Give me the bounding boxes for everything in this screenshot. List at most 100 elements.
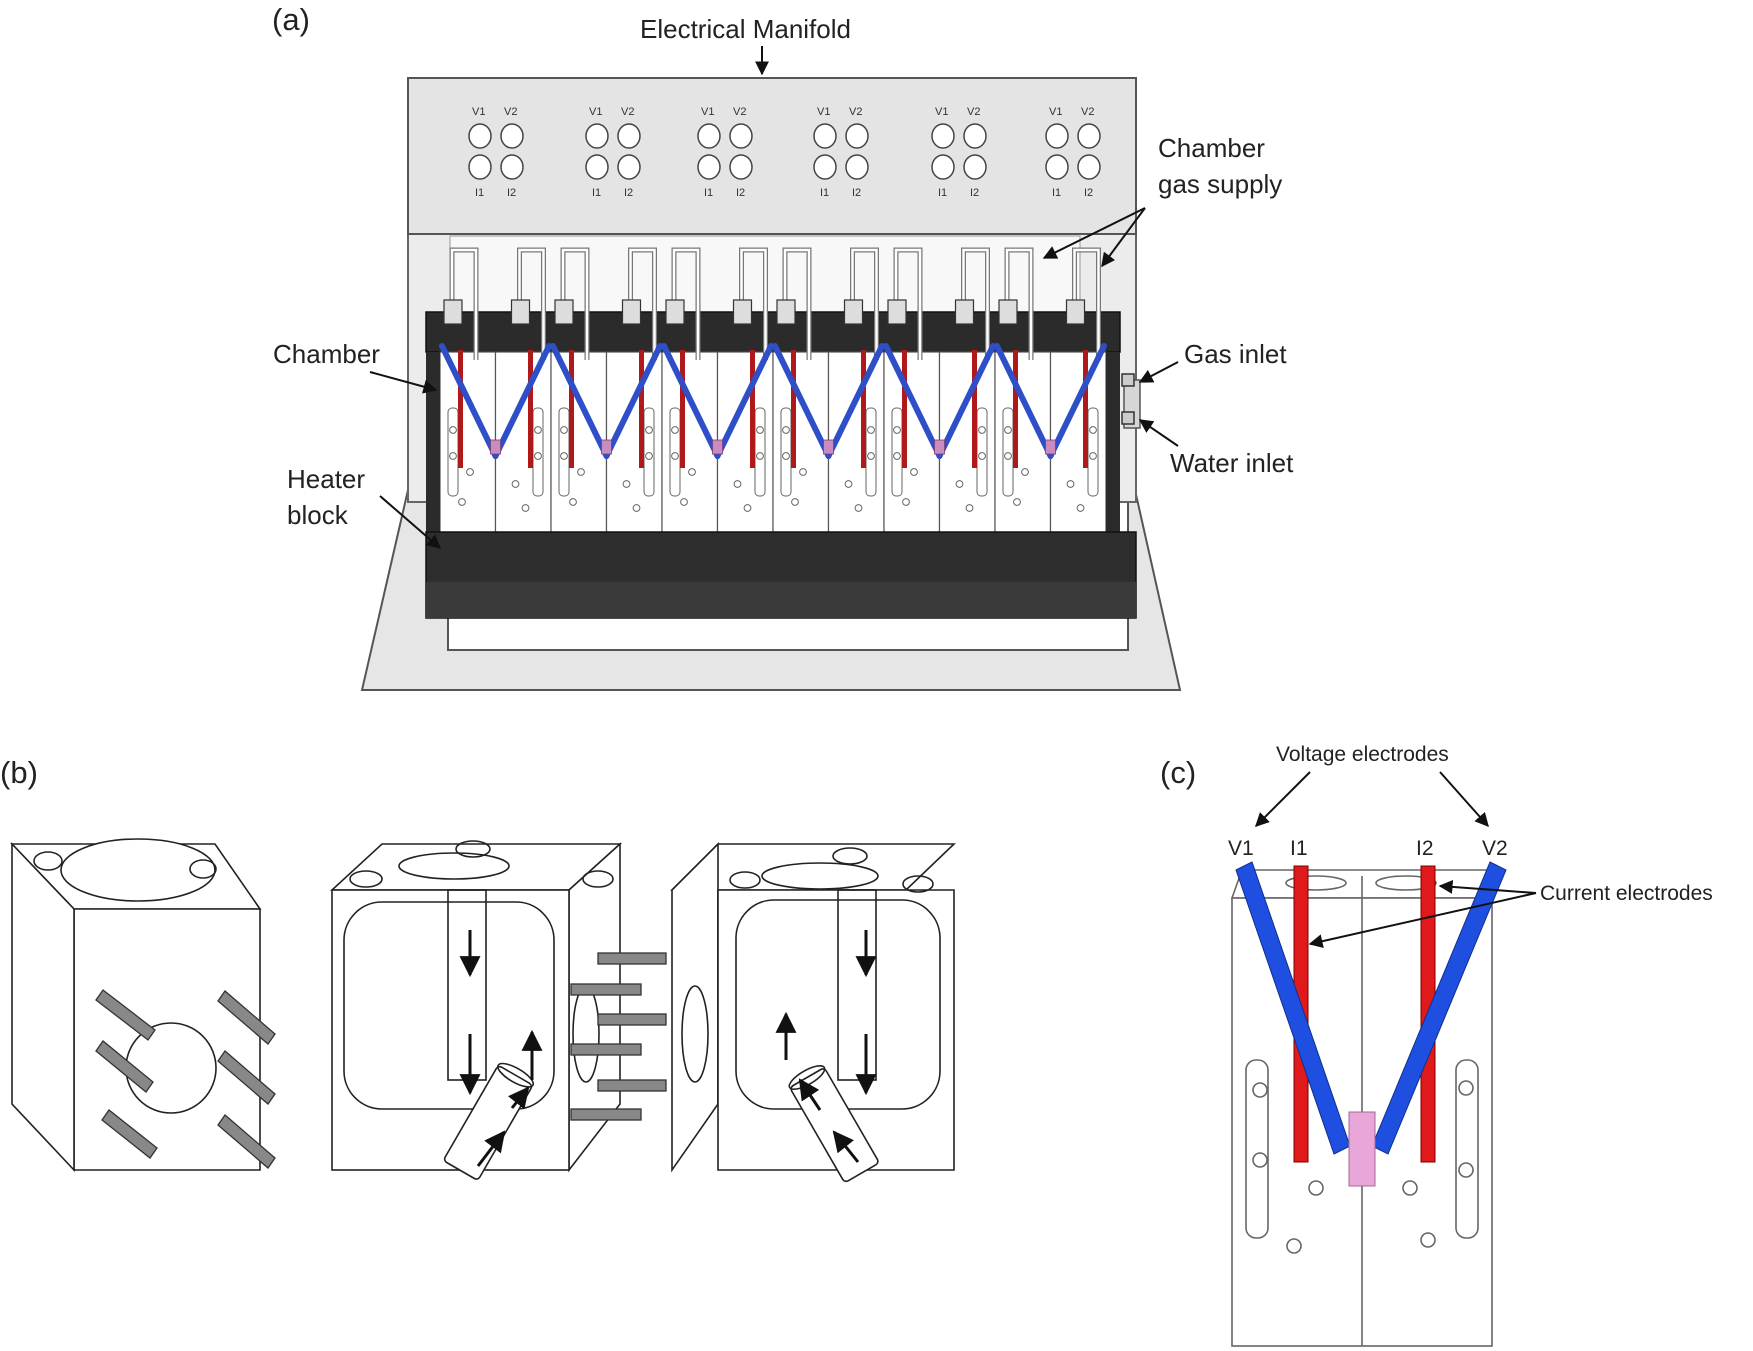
- current-electrode: [861, 350, 866, 468]
- gas-supply-tubes: [443, 247, 1101, 360]
- heater-block-right-wall: [1106, 352, 1120, 540]
- panel-a-tag: (a): [272, 2, 310, 37]
- electrode-set: [772, 343, 885, 468]
- chamber-cells: [439, 351, 1107, 541]
- jack-socket: [468, 154, 492, 180]
- jack-label: V2: [1081, 106, 1094, 118]
- chamber-label: Chamber: [273, 339, 380, 369]
- tube-connector: [732, 299, 753, 325]
- chamber-half-cell: [994, 351, 1052, 541]
- chamber-half-cell: [661, 351, 719, 541]
- electrode-label-v2: V2: [1482, 837, 1508, 860]
- voltage-electrode: [936, 343, 996, 459]
- gas-supply-tube: [887, 247, 923, 360]
- tissue-sample: [490, 439, 501, 455]
- jack-label: I1: [704, 187, 713, 199]
- current-electrode: [569, 350, 574, 468]
- tissue-sample: [1045, 439, 1056, 455]
- current-electrode: [902, 350, 907, 468]
- jack-socket: [500, 154, 524, 180]
- tissue-sample: [934, 439, 945, 455]
- electrode-label-i2: I2: [1416, 837, 1434, 860]
- chamber-half-cell: [550, 351, 608, 541]
- jack-label: I1: [1052, 187, 1061, 199]
- water-inlet-arrow: [1138, 419, 1179, 447]
- voltage-arrow-2: [1439, 771, 1489, 828]
- gas-inlet-label: Gas inlet: [1184, 339, 1287, 369]
- port-c-right: [1375, 875, 1437, 891]
- jack-label: I2: [852, 187, 861, 199]
- electrode-set: [661, 343, 774, 468]
- gas-supply-label-line2: gas supply: [1158, 169, 1282, 199]
- voltage-electrode: [825, 343, 885, 459]
- jack-label: I2: [507, 187, 516, 199]
- voltage-electrode-v2: [1371, 861, 1507, 1155]
- panel-c: (c) Voltage electrodes: [1160, 743, 1713, 1347]
- current-electrode: [972, 350, 977, 468]
- electrode-set: [994, 343, 1107, 468]
- jack-label: I2: [624, 187, 633, 199]
- current-electrode: [1013, 350, 1018, 468]
- current-electrode: [680, 350, 685, 468]
- jack-socket: [697, 123, 721, 149]
- gas-supply-arrow-2: [1101, 207, 1146, 268]
- jack-label: V1: [701, 106, 714, 118]
- voltage-electrode: [550, 343, 610, 459]
- voltage-electrode: [1047, 343, 1107, 459]
- tube-connector: [554, 299, 574, 325]
- jack-label: V2: [621, 106, 634, 118]
- tube-connector: [621, 299, 642, 325]
- chamber-half-cell: [1049, 351, 1107, 541]
- side-tube-c-right: [1455, 1059, 1479, 1239]
- jack-label: I2: [970, 187, 979, 199]
- gas-supply-tube: [665, 247, 701, 360]
- gas-supply-tube: [621, 247, 657, 360]
- jack-socket: [931, 154, 955, 180]
- current-electrode: [528, 350, 533, 468]
- tube-connector: [954, 299, 975, 325]
- panel-c-tag: (c): [1160, 755, 1196, 790]
- jack-label: I2: [736, 187, 745, 199]
- voltage-electrode: [661, 343, 721, 459]
- voltage-electrodes-label: Voltage electrodes: [1276, 743, 1449, 766]
- tube-connector: [843, 299, 864, 325]
- chamber-half-cell: [827, 351, 885, 541]
- chamber-half-cell: [938, 351, 996, 541]
- jack-label: V1: [1049, 106, 1062, 118]
- chamber-half-cell: [772, 351, 830, 541]
- jack-socket: [1045, 154, 1069, 180]
- port-c-left: [1285, 875, 1347, 891]
- jack-socket: [729, 154, 753, 180]
- side-tube-c-left: [1245, 1059, 1269, 1239]
- gas-supply-tube: [954, 247, 990, 360]
- electrical-manifold: [407, 77, 1137, 235]
- chamber-half-cell: [716, 351, 774, 541]
- gas-supply-tube: [732, 247, 768, 360]
- current-electrode: [791, 350, 796, 468]
- voltage-electrode: [603, 343, 663, 459]
- heater-label-line2: block: [287, 500, 349, 530]
- current-electrode: [750, 350, 755, 468]
- voltage-electrode: [994, 343, 1054, 459]
- gas-supply-tube: [510, 247, 546, 360]
- half-chamber-inner-view-left: [329, 840, 667, 1180]
- voltage-electrode: [714, 343, 774, 459]
- water-inlet-port: [1121, 411, 1135, 425]
- jack-socket: [963, 123, 987, 149]
- jack-socket: [931, 123, 955, 149]
- jack-socket: [468, 123, 492, 149]
- half-chamber-outer-view: [10, 838, 276, 1173]
- tissue-sample: [823, 439, 834, 455]
- jack-label: I1: [592, 187, 601, 199]
- tissue-sample: [1348, 1111, 1376, 1187]
- gas-inlet-port: [1121, 373, 1135, 387]
- gas-supply-tube: [776, 247, 812, 360]
- gas-supply-arrow-1: [1042, 207, 1146, 259]
- tissue-sample: [712, 439, 723, 455]
- panel-b: (b): [0, 755, 956, 1183]
